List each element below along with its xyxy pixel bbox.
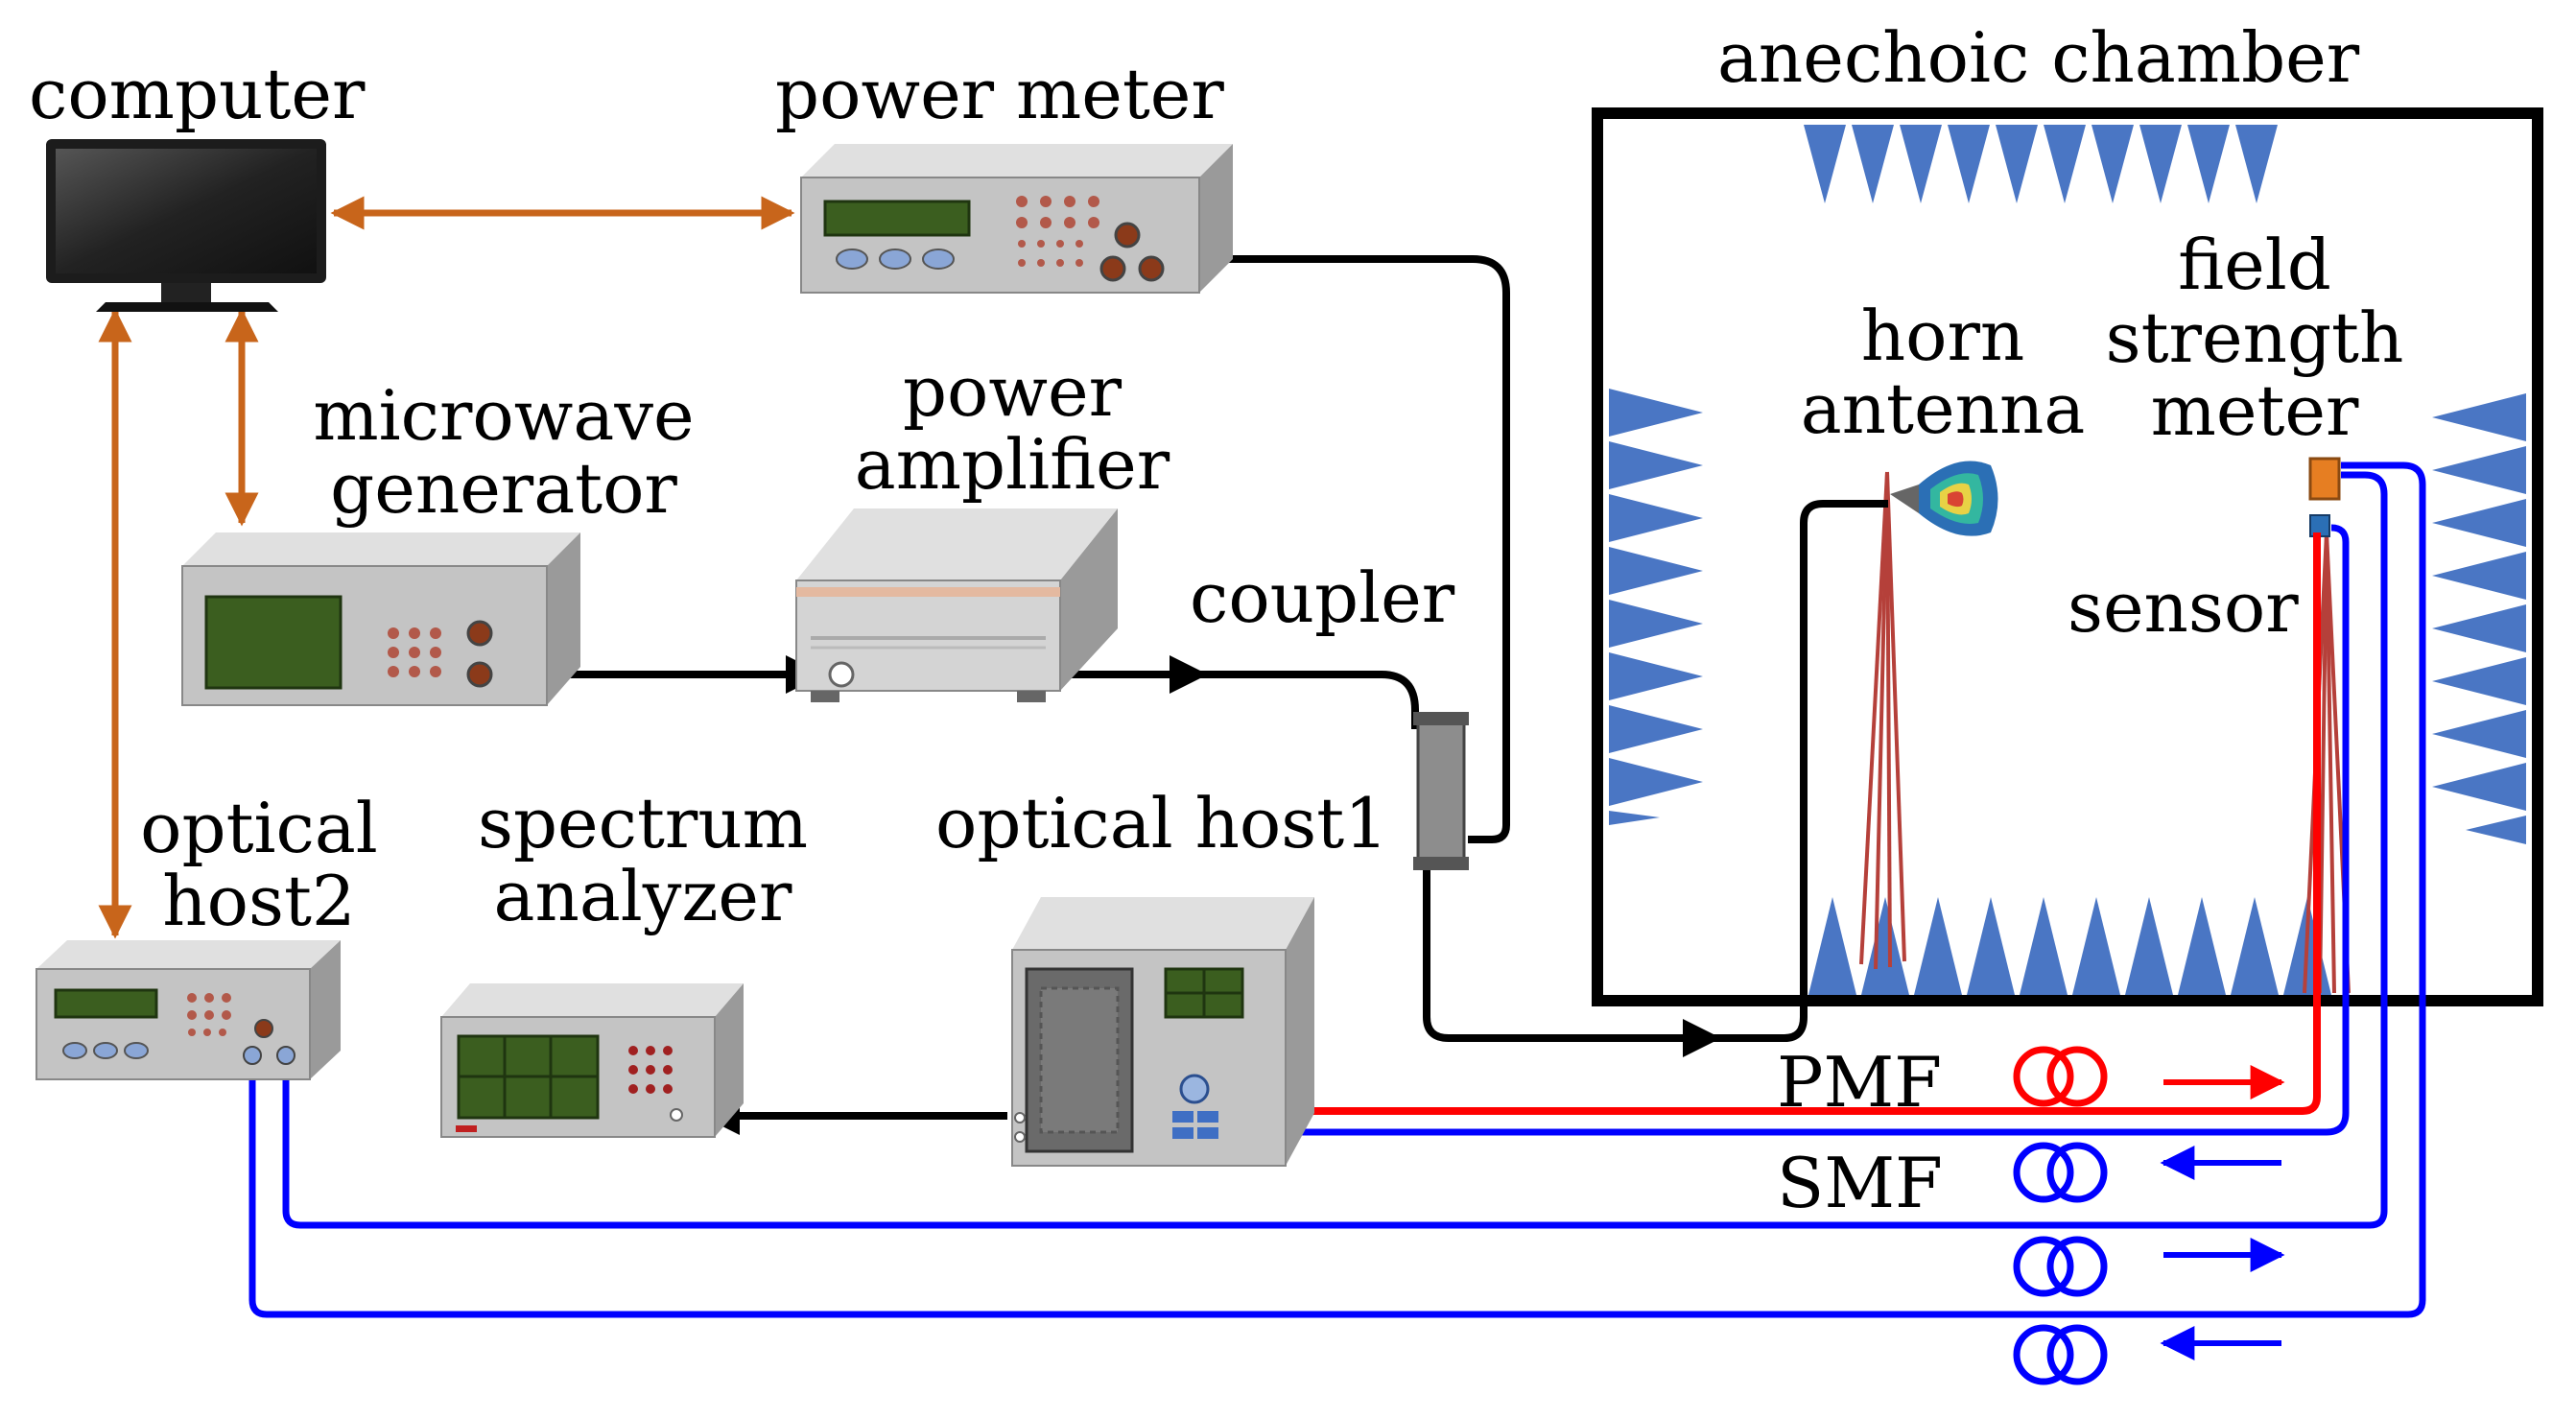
label-anechoic-chamber: anechoic chamber	[1717, 17, 2360, 98]
label-spectrum-line2: analyzer	[493, 856, 792, 936]
label-microwave-generator: microwave generator	[288, 379, 720, 525]
label-optical-host1: optical host1	[935, 783, 1388, 863]
label-power-amp-line1: power	[902, 351, 1123, 432]
label-spectrum-line1: spectrum	[478, 783, 808, 863]
absorbers-left	[1609, 389, 1703, 825]
optical-host1-icon	[1011, 897, 1314, 1167]
label-fsm-line1: field	[2178, 225, 2331, 305]
label-sensor: sensor	[2068, 567, 2299, 648]
label-fsm-line3: meter	[2150, 370, 2359, 451]
label-smf: SMF	[1777, 1143, 1944, 1223]
direction-arrows	[2160, 1065, 2285, 1360]
absorbers-bottom	[1808, 897, 2331, 995]
horn-antenna-icon	[1859, 461, 1998, 970]
label-optical-host2: optical host2	[125, 792, 393, 937]
absorbers-right	[2432, 393, 2526, 844]
label-optical-host2-line2: host2	[162, 861, 356, 941]
label-microwave-line1: microwave	[313, 375, 695, 456]
label-spectrum-analyzer: spectrum analyzer	[451, 787, 835, 933]
label-coupler: coupler	[1190, 557, 1455, 638]
spectrum-analyzer-icon	[440, 983, 744, 1138]
power-amplifier-icon	[795, 508, 1118, 702]
label-horn-line2: antenna	[1800, 368, 2086, 449]
label-computer: computer	[29, 54, 366, 134]
microwave-generator-icon	[181, 532, 580, 706]
absorbers-top	[1804, 125, 2278, 203]
pmf-fiber	[1233, 532, 2321, 1115]
label-horn-line1: horn	[1860, 296, 2025, 376]
label-power-meter: power meter	[775, 54, 1224, 134]
label-power-amp-line2: amplifier	[854, 424, 1170, 505]
optical-host2-icon	[35, 940, 341, 1080]
control-links	[98, 196, 795, 939]
label-microwave-line2: generator	[330, 448, 677, 529]
label-optical-host2-line1: optical	[140, 788, 378, 868]
label-field-strength-meter: field strength meter	[2072, 228, 2437, 447]
label-power-amplifier: power amplifier	[820, 355, 1204, 501]
rf-cables	[480, 240, 1888, 1135]
label-pmf: PMF	[1777, 1042, 1943, 1123]
label-horn-antenna: horn antenna	[1765, 299, 2120, 445]
monitor-icon	[46, 139, 326, 312]
fiber-coil-icon	[2013, 1046, 2108, 1385]
smf-fibers	[248, 461, 2426, 1318]
label-fsm-line2: strength	[2105, 297, 2404, 378]
coupler-icon	[1413, 712, 1469, 870]
power-meter-icon	[800, 144, 1233, 294]
